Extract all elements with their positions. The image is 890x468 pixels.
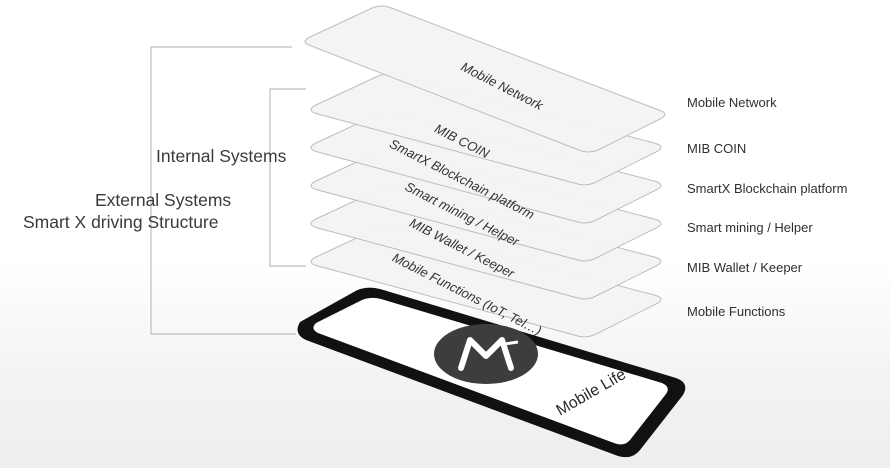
side-label-6: Mobile Functions [687, 304, 786, 319]
external-systems-label: External Systems [95, 190, 232, 210]
layer-plate [304, 5, 666, 153]
side-label-3: SmartX Blockchain platform [687, 181, 848, 196]
internal-systems-label: Internal Systems [156, 146, 287, 166]
internal-systems-bracket [269, 88, 306, 267]
mib-m-logo-icon [434, 324, 538, 384]
phone: Mobile Life [297, 287, 686, 458]
side-label-5: MIB Wallet / Keeper [687, 260, 803, 275]
side-label-4: Smart mining / Helper [687, 220, 813, 235]
layer-stack: Mobile Functions (IoT, Tel…)MIB Wallet /… [304, 5, 666, 338]
driving-structure-label: Smart X driving Structure [23, 212, 219, 232]
side-label-1: Mobile Network [687, 95, 777, 110]
external-systems-bracket [150, 46, 296, 335]
side-label-2: MIB COIN [687, 141, 747, 156]
layer-1: Mobile Network [304, 5, 666, 153]
